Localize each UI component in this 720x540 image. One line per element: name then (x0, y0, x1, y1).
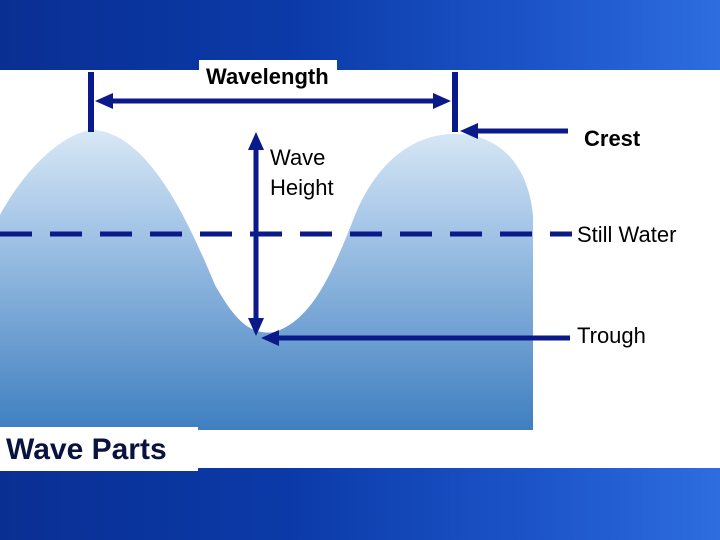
slide-title: Wave Parts (0, 427, 198, 471)
bottom-blue-band (0, 468, 720, 540)
crest-pointer (460, 123, 568, 139)
still-water-label: Still Water (577, 222, 677, 247)
wavelength-arrow (88, 72, 458, 132)
trough-label: Trough (577, 323, 646, 348)
water-wave-shape (0, 130, 533, 430)
top-blue-band (0, 0, 720, 70)
wave-height-arrow (248, 132, 264, 336)
crest-label: Crest (584, 126, 641, 151)
trough-pointer (261, 330, 570, 346)
wave-height-label: Wave Height (270, 145, 334, 200)
wavelength-label: Wavelength (199, 60, 337, 95)
